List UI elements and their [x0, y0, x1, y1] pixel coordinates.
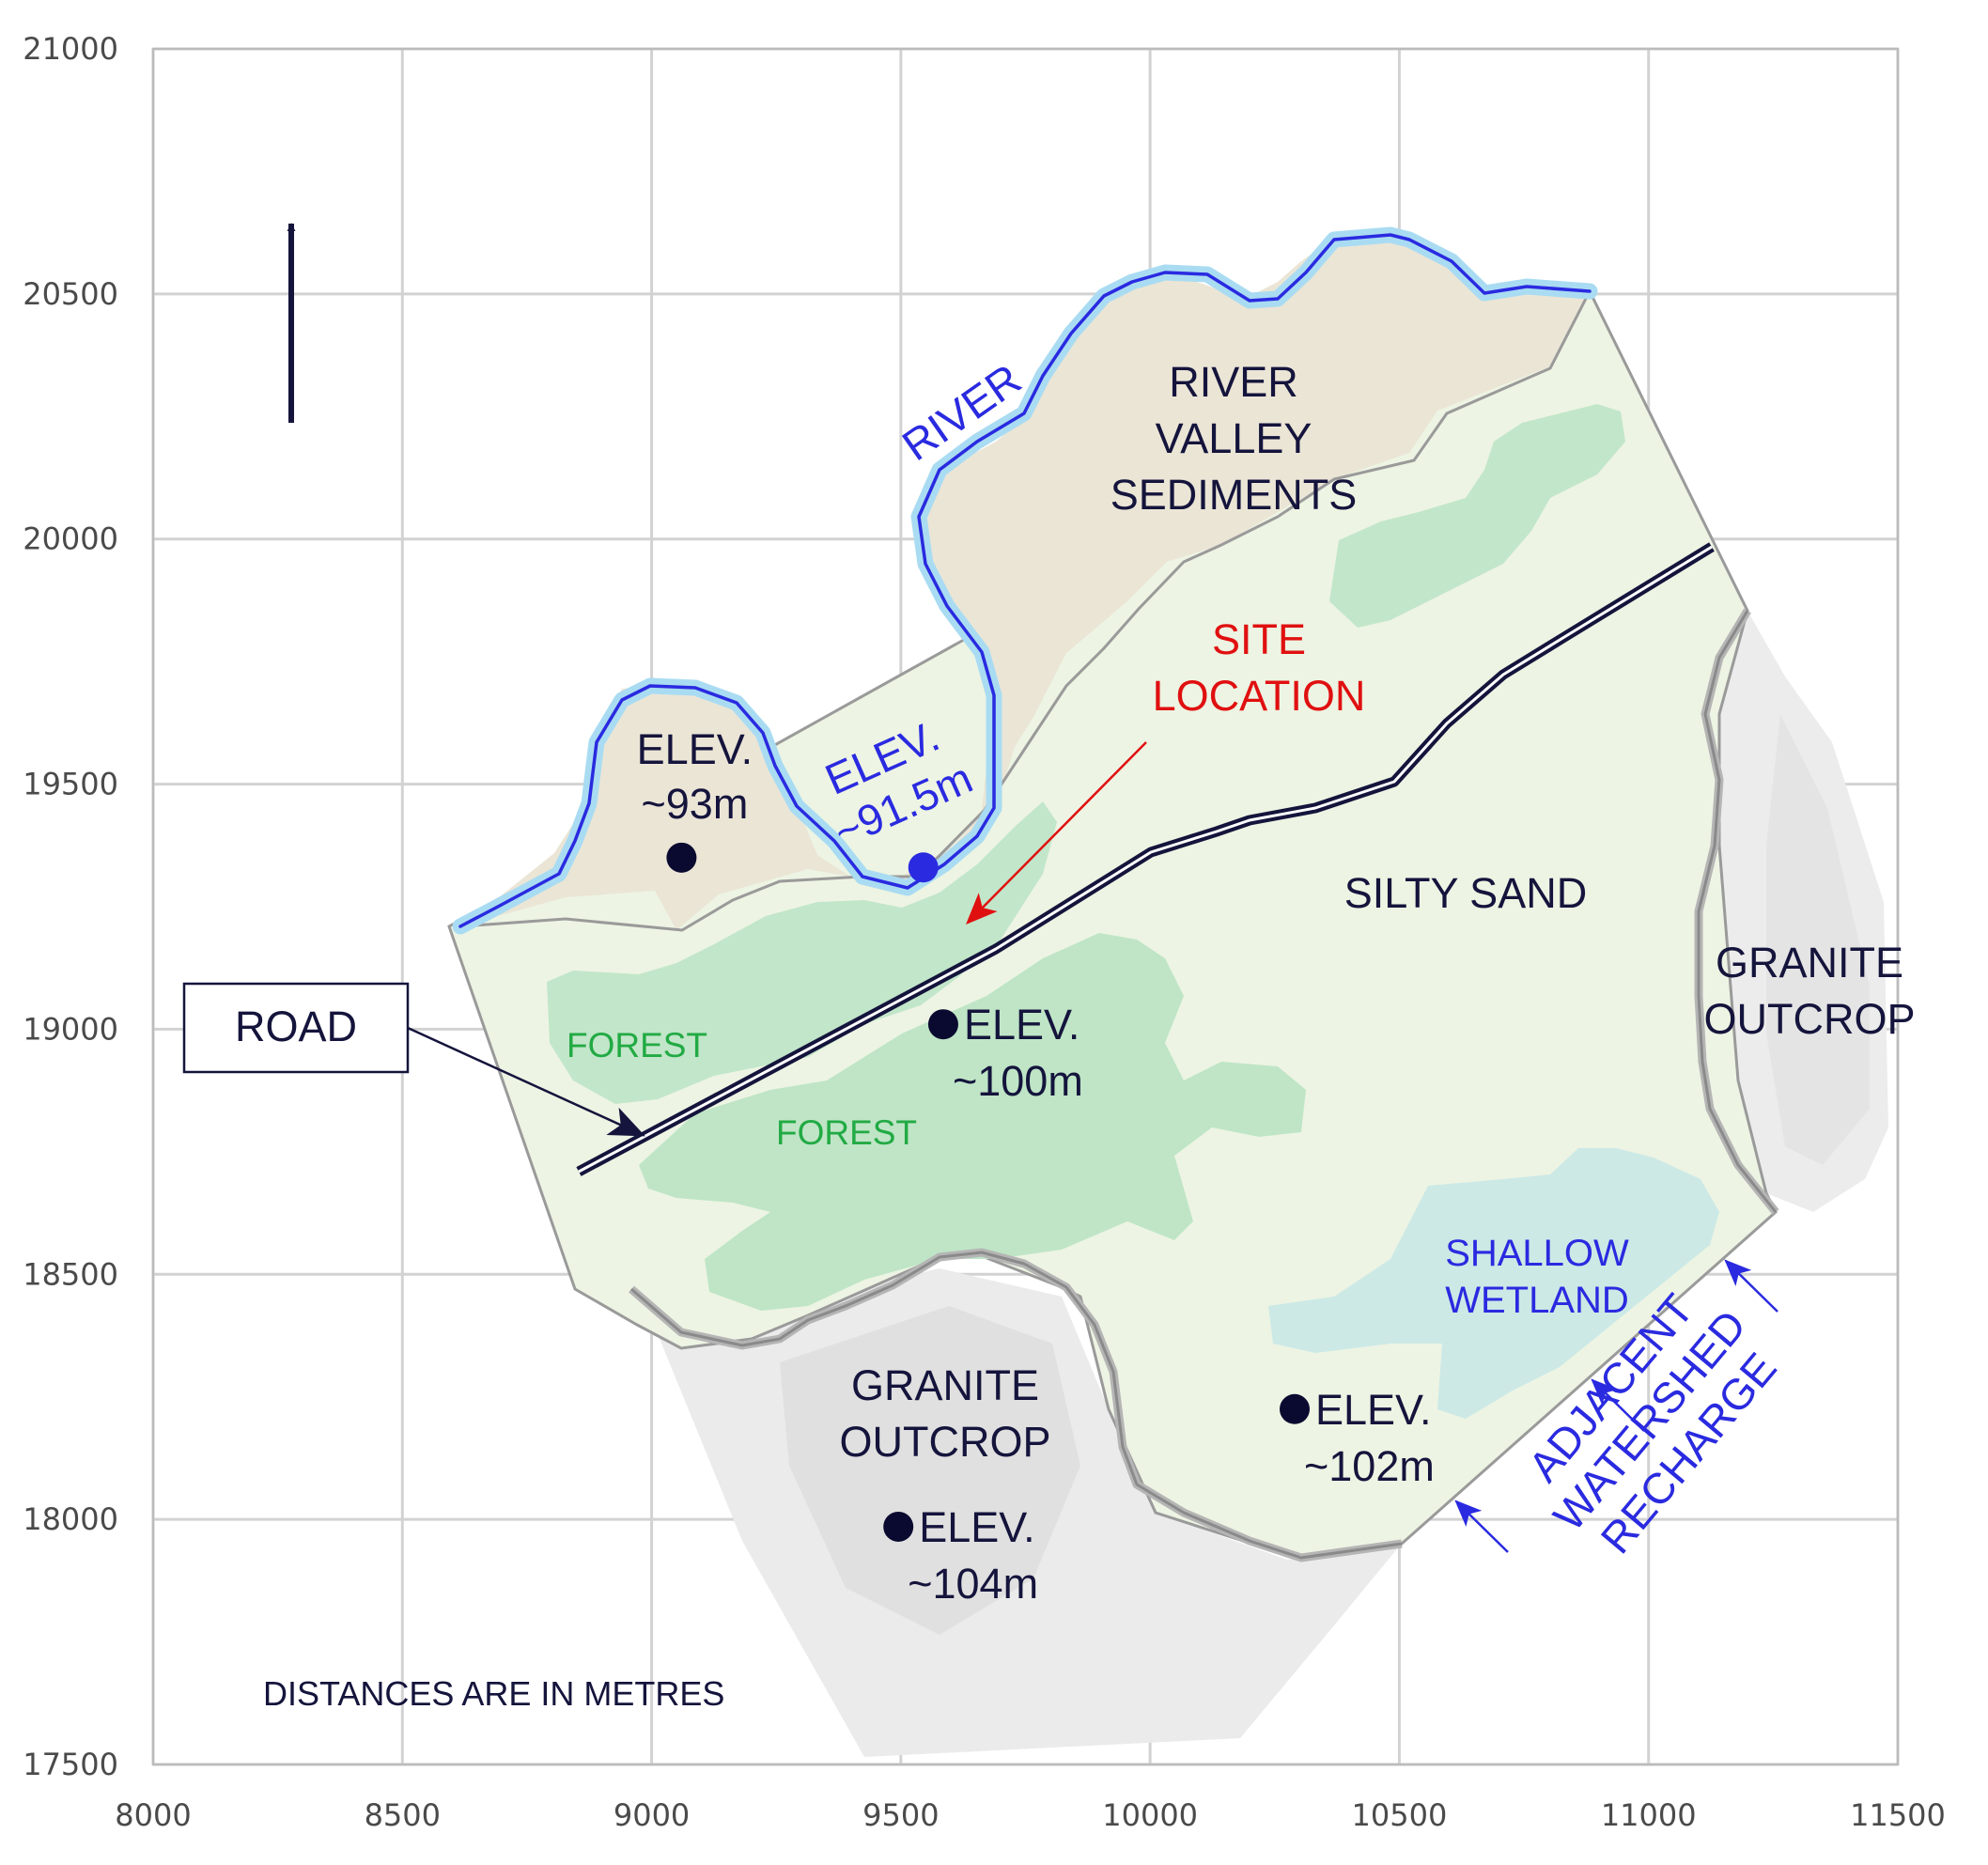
elevation-label-line: ~100m — [953, 1057, 1083, 1105]
elevation-point — [908, 852, 939, 883]
elevation-label-line: ELEV. — [637, 725, 753, 773]
elevation-label: ELEV. ~100m — [953, 1001, 1083, 1105]
granite-boundary-east-line — [1697, 610, 1778, 1213]
x-tick-label: 9000 — [613, 1797, 690, 1833]
forest-west — [547, 801, 1057, 1104]
granite-outcrop-south-core — [780, 1306, 1080, 1635]
distance-note: DISTANCES ARE IN METRES — [263, 1674, 724, 1713]
y-tick-label: 20000 — [23, 521, 118, 557]
granite-east-label-1: GRANITE — [1716, 939, 1903, 987]
elevation-label: ELEV. ~104m — [908, 1503, 1038, 1608]
site-label-2: LOCATION — [1153, 672, 1366, 720]
wetland-label-1: SHALLOW — [1445, 1233, 1629, 1274]
elevation-label-line: ~93m — [641, 780, 748, 828]
elevation-point — [666, 842, 697, 873]
x-tick-label: 8500 — [365, 1797, 441, 1833]
x-tick-label: 10500 — [1352, 1797, 1448, 1833]
forest-north — [1329, 404, 1625, 628]
plot-frame — [151, 47, 1900, 1766]
road-centerline — [578, 545, 1713, 1173]
elevation-label-line: ~104m — [908, 1560, 1038, 1608]
elevation-label: ELEV. ~102m — [1304, 1386, 1435, 1490]
x-tick-label: 10000 — [1102, 1797, 1198, 1833]
y-tick-label: 21000 — [23, 31, 118, 67]
elevation-label-line: ELEV. — [919, 1503, 1034, 1551]
road-label-box — [182, 982, 410, 1074]
x-tick-label: 9500 — [862, 1797, 939, 1833]
recharge-arrow-2 — [1591, 1378, 1645, 1432]
y-tick-label: 18000 — [23, 1501, 118, 1537]
y-tick-label: 20500 — [23, 276, 118, 312]
x-axis-ticks: 8000 8500 9000 9500 10000 10500 11000 11500 — [115, 1797, 1946, 1833]
road-callout-arrow — [407, 1026, 645, 1137]
elevation-label: ELEV. ~93m — [637, 725, 753, 828]
y-tick-label: 17500 — [23, 1747, 118, 1782]
granite-south-label-2: OUTCROP — [840, 1418, 1051, 1466]
elevation-point — [883, 1511, 914, 1542]
x-tick-label: 11500 — [1850, 1797, 1946, 1833]
elevation-point — [927, 1009, 958, 1040]
recharge-arrow-1 — [1454, 1500, 1509, 1553]
silty-sand-label: SILTY SAND — [1344, 869, 1587, 917]
granite-outcrop-east-core — [1766, 714, 1870, 1165]
valley-label-2: VALLEY — [1156, 414, 1312, 462]
river — [458, 233, 1592, 928]
y-tick-label: 19500 — [23, 767, 118, 802]
x-tick-label: 8000 — [115, 1797, 191, 1833]
y-tick-label: 18500 — [23, 1256, 118, 1292]
site-label-1: SITE — [1212, 615, 1306, 663]
x-tick-label: 11000 — [1601, 1797, 1697, 1833]
valley-label-1: RIVER — [1169, 358, 1298, 406]
granite-east-label-2: OUTCROP — [1704, 995, 1916, 1043]
elevation-label-line: ELEV. — [1315, 1386, 1431, 1434]
valley-label-3: SEDIMENTS — [1110, 471, 1358, 519]
forest-center-label: FOREST — [776, 1113, 917, 1152]
forest-west-label: FOREST — [567, 1026, 707, 1065]
y-tick-label: 19000 — [23, 1011, 118, 1047]
wetland-label-2: WETLAND — [1445, 1280, 1629, 1321]
site-location-arrow — [966, 741, 1147, 925]
sediments-boundary — [459, 290, 1592, 932]
y-axis-ticks: 21000 20500 20000 19500 19000 18500 18000 17500 — [23, 31, 118, 1782]
granite-south-label-1: GRANITE — [851, 1361, 1039, 1409]
road-label: ROAD — [235, 1002, 357, 1050]
forest-center — [639, 933, 1306, 1311]
elevation-point — [1280, 1393, 1311, 1424]
river-valley-sediments-zone — [460, 238, 1590, 930]
elevation-label-line: ~102m — [1304, 1442, 1435, 1490]
elevation-label-line: ELEV. — [964, 1001, 1079, 1049]
recharge-arrow-3 — [1724, 1259, 1778, 1313]
shallow-wetland — [1268, 1148, 1719, 1419]
granite-boundary-south-line — [630, 1251, 1403, 1560]
